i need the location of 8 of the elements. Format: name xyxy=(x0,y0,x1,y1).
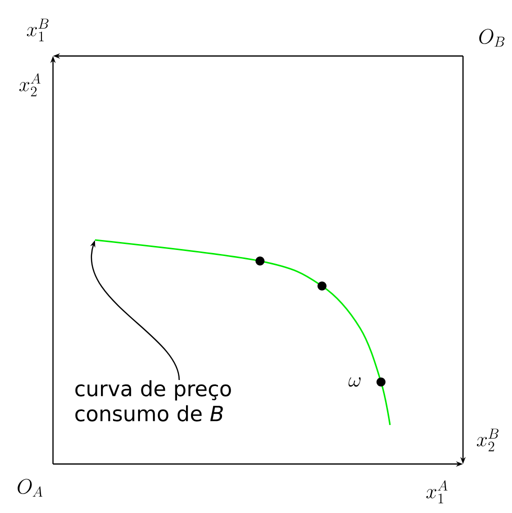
axis-label: $O_A$ xyxy=(18,478,42,497)
axis-label: $x_2^B$ xyxy=(476,428,498,452)
axis-label: $O_B$ xyxy=(479,28,504,47)
axis-label: $\omega$ xyxy=(348,377,361,387)
axis-label: $x_2^A$ xyxy=(19,73,40,96)
axis-label: $x_1^A$ xyxy=(426,480,448,504)
annotation-text: curva de preço consumo de B xyxy=(75,380,231,422)
axis-label: $x_1^B$ xyxy=(26,18,48,42)
